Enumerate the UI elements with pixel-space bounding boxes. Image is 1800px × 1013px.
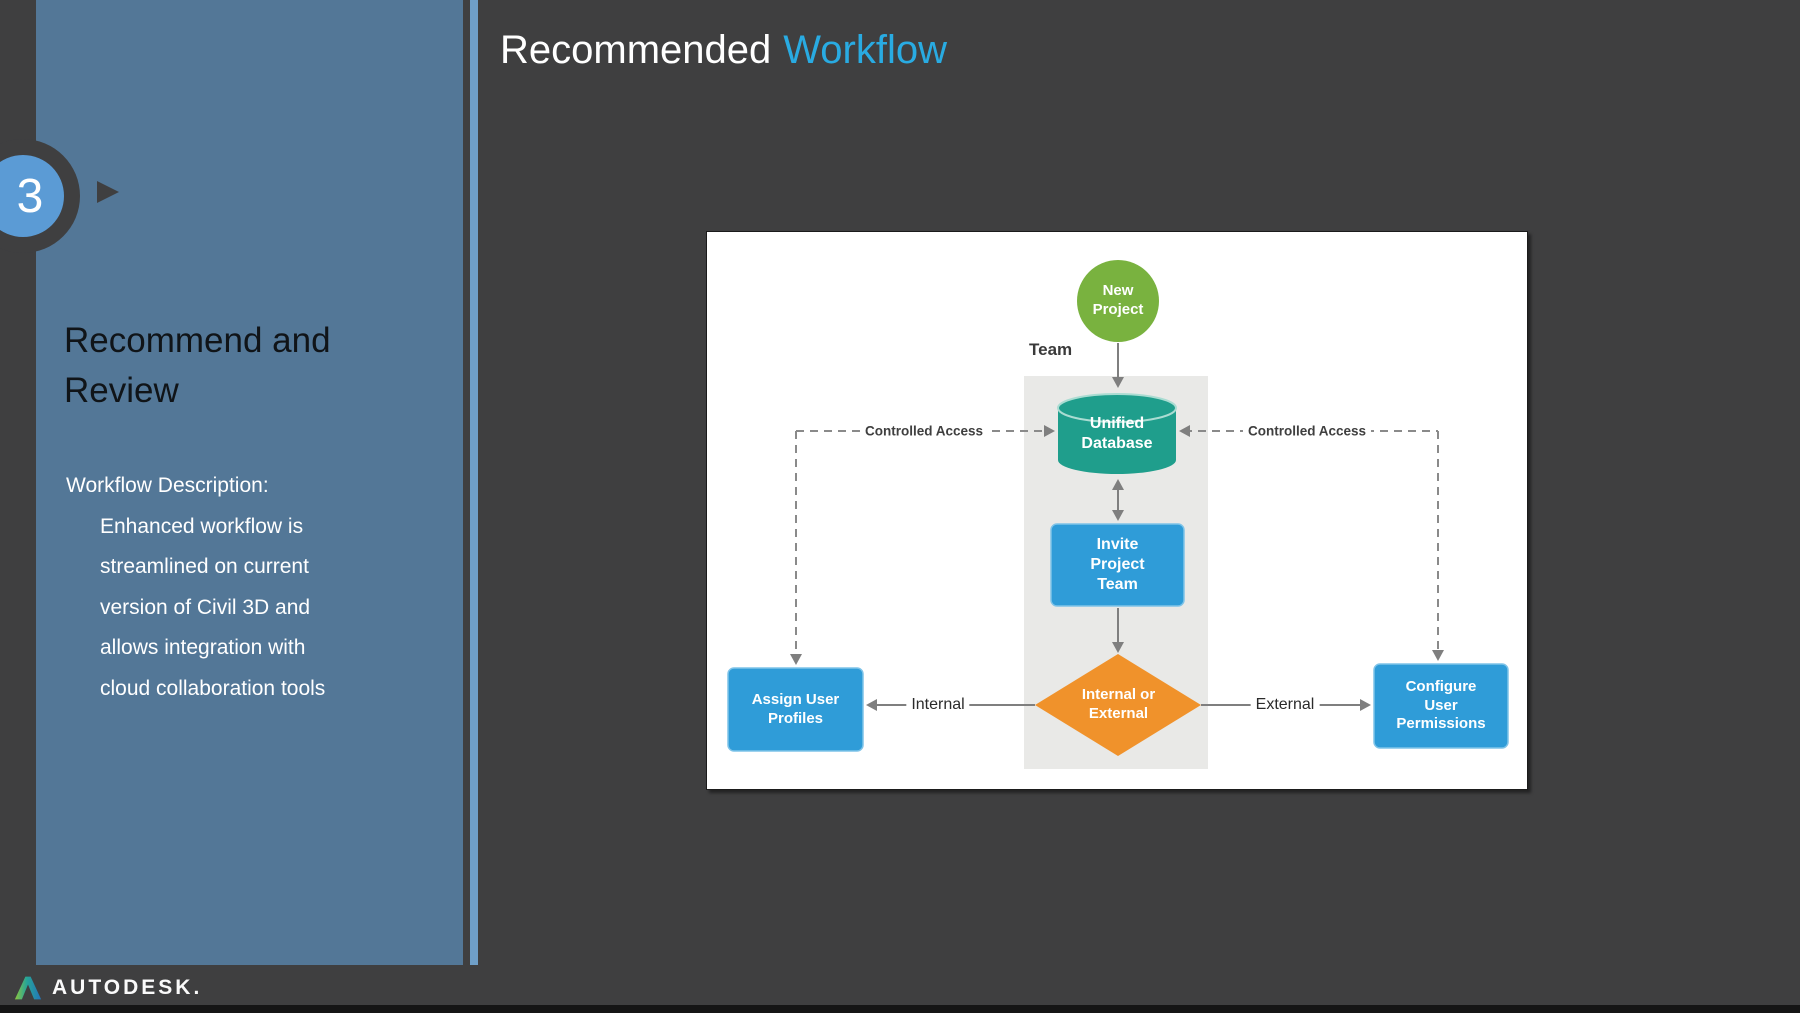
autodesk-logo-icon	[14, 976, 42, 1000]
description-label: Workflow Description:	[66, 474, 269, 497]
diagram-shapes	[727, 260, 1509, 769]
description-line: version of Civil 3D and	[100, 595, 311, 619]
section-heading: Recommend and Review	[64, 321, 331, 410]
play-arrow-icon	[97, 181, 119, 203]
sidebar-panel	[36, 0, 463, 965]
new-project-node	[1077, 260, 1159, 342]
unified-database-label: Unified Database	[1081, 415, 1153, 452]
team-lane-label: Team	[1029, 340, 1073, 359]
configure-user-permissions-label: Configure User Permissions	[1396, 677, 1486, 733]
sidebar-accent-line	[470, 0, 478, 965]
invite-project-team-label: Invite Project Team	[1090, 536, 1145, 593]
description-line: Enhanced workflow is	[100, 514, 304, 538]
step-number: 3	[16, 169, 44, 223]
controlled-access-right-label: Controlled Access	[1242, 423, 1372, 439]
title-part-white: Recommended	[500, 28, 772, 72]
description-line: allows integration with	[100, 636, 306, 659]
internal-or-external-node	[1035, 654, 1201, 756]
internal-edge-label: Internal	[906, 696, 970, 714]
workflow-diagram: Team New Project Unified Database Invite…	[706, 231, 1528, 790]
description-line: streamlined on current	[100, 555, 309, 578]
controlled-access-left-label: Controlled Access	[859, 423, 989, 439]
step-number-badge: 3	[0, 155, 64, 237]
autodesk-wordmark: AUTODESK.	[52, 976, 203, 999]
bottom-edge-strip	[0, 1005, 1800, 1013]
invite-project-team-node	[1050, 523, 1185, 607]
title-part-blue: Workflow	[783, 28, 947, 72]
arrowheads	[790, 377, 1444, 711]
external-edge-label: External	[1250, 696, 1320, 714]
autodesk-logo: AUTODESK.	[14, 972, 202, 1004]
configure-user-permissions-node	[1373, 663, 1509, 749]
unified-database-node	[1057, 393, 1177, 474]
assign-user-profiles-label: Assign User Profiles	[751, 690, 840, 727]
internal-or-external-label: Internal or External	[1081, 686, 1156, 722]
new-project-label: New Project	[1092, 282, 1144, 318]
workflow-description: Workflow Description: Enhanced workflow …	[66, 466, 426, 709]
assign-user-profiles-node	[727, 667, 864, 752]
description-line: cloud collaboration tools	[100, 676, 326, 700]
